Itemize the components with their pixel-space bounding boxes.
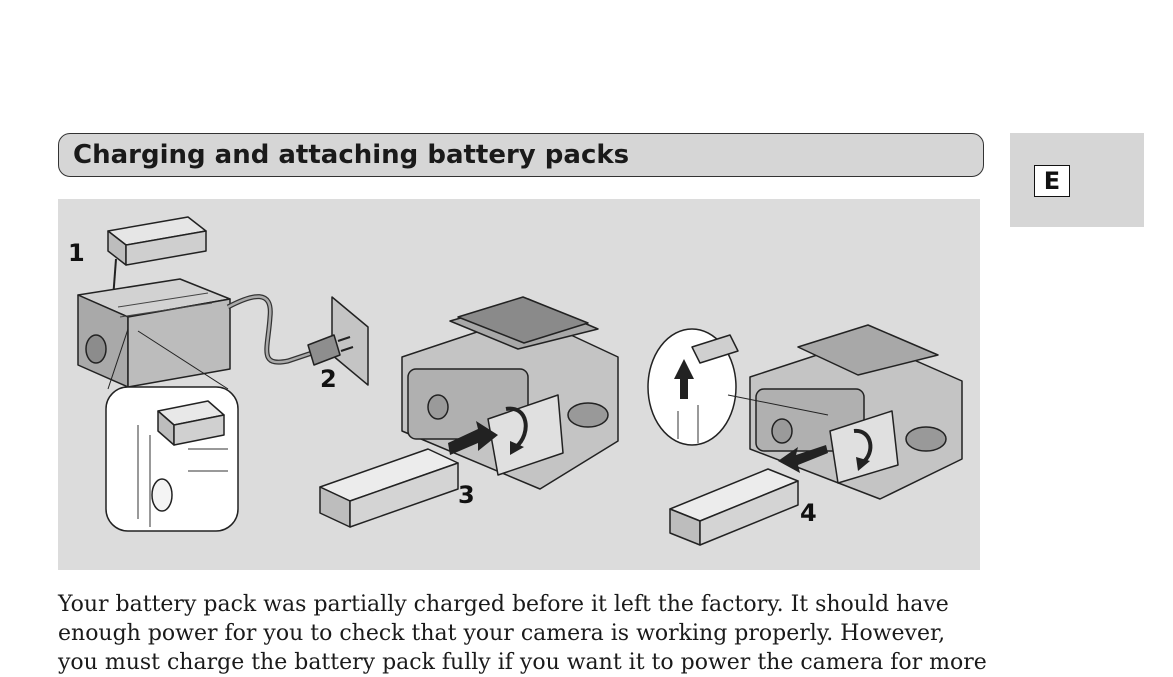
language-letter: E — [1034, 165, 1070, 197]
battery-illustration: 1 2 3 4 — [58, 199, 980, 570]
camera-icon — [749, 324, 963, 500]
step-4-label: 4 — [800, 499, 817, 527]
power-plug-icon — [307, 334, 354, 366]
battery-pack-icon — [669, 468, 799, 546]
step-2-label: 2 — [320, 365, 337, 393]
charger-icon — [77, 278, 231, 388]
battery-pack-icon — [319, 448, 459, 528]
step-3-label: 3 — [458, 481, 475, 509]
section-header: Charging and attaching battery packs — [58, 133, 984, 177]
zoom-callout-icon — [105, 328, 239, 532]
release-callout-icon — [647, 328, 829, 446]
close-door-arrow-icon — [505, 406, 528, 455]
remove-arrow-icon — [778, 445, 828, 473]
wall-socket-icon — [331, 296, 369, 386]
section-title: Charging and attaching battery packs — [73, 140, 630, 170]
battery-pack-icon — [107, 216, 207, 266]
insert-arrow-icon — [448, 421, 498, 455]
language-tab: E — [1010, 133, 1144, 227]
open-door-arrow-icon — [853, 428, 873, 471]
body-paragraph: Your battery pack was partially charged … — [58, 592, 987, 675]
step-1-label: 1 — [68, 239, 85, 267]
battery-illustration-drawing — [77, 216, 963, 546]
